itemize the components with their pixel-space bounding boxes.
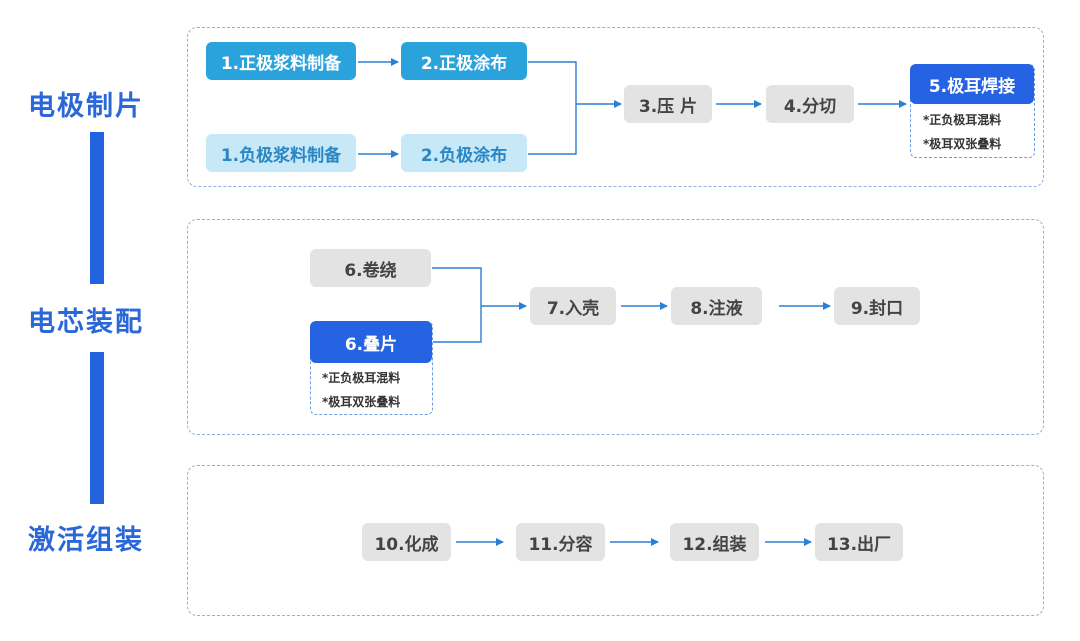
step-positive-slurry: 1.正极浆料制备 <box>206 42 356 80</box>
step-winding: 6.卷绕 <box>310 249 431 287</box>
step-assembly: 12.组装 <box>670 523 759 561</box>
step-sealing: 9.封口 <box>834 287 920 325</box>
step-grading: 11.分容 <box>516 523 605 561</box>
step-tab-welding: 5.极耳焊接 <box>910 64 1034 104</box>
stacking-note-1: *正负极耳混料 <box>322 371 401 385</box>
step-casing: 7.入壳 <box>530 287 616 325</box>
step-pressing: 3.压 片 <box>624 85 712 123</box>
tab-welding-note-2: *极耳双张叠料 <box>923 137 1002 151</box>
stage-connector-bar <box>90 352 104 504</box>
step-slitting: 4.分切 <box>766 85 854 123</box>
step-filling: 8.注液 <box>671 287 762 325</box>
step-positive-coating: 2.正极涂布 <box>401 42 527 80</box>
stage-label-cell: 电芯装配 <box>28 307 144 338</box>
step-negative-coating: 2.负极涂布 <box>401 134 527 172</box>
stage-connector-bar <box>90 132 104 284</box>
stage-label-activation: 激活组装 <box>28 525 144 556</box>
merge-bracket <box>528 61 577 155</box>
step-stacking: 6.叠片 <box>310 321 432 363</box>
merge-bracket <box>432 267 482 343</box>
stacking-note-2: *极耳双张叠料 <box>322 395 401 409</box>
step-negative-slurry: 1.负极浆料制备 <box>206 134 356 172</box>
step-formation: 10.化成 <box>362 523 451 561</box>
step-shipping: 13.出厂 <box>815 523 903 561</box>
tab-welding-note-1: *正负极耳混料 <box>923 113 1002 127</box>
stage-label-electrode: 电极制片 <box>28 91 144 122</box>
